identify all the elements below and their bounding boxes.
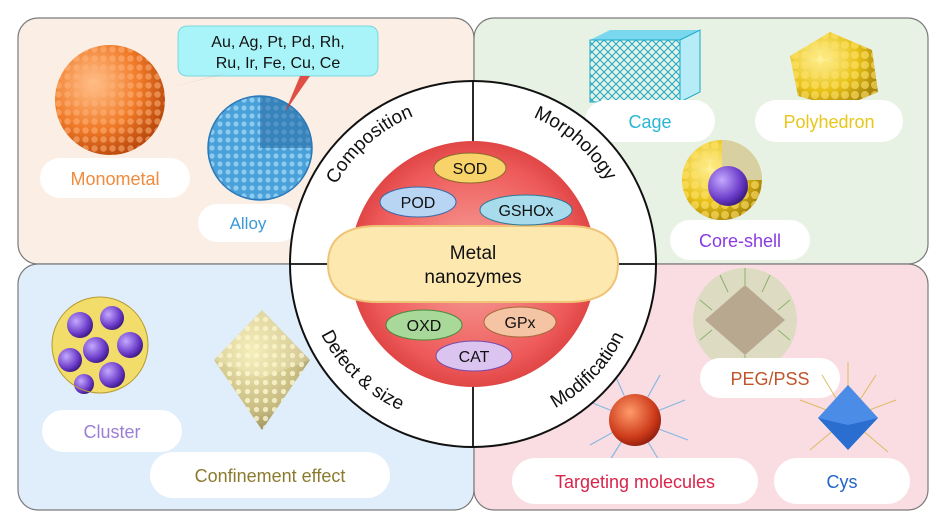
core-shell-nanoparticle bbox=[682, 140, 762, 220]
monometal-nanoparticle bbox=[55, 45, 165, 155]
monometal-label: Monometal bbox=[70, 169, 159, 189]
cys-label-box bbox=[774, 458, 910, 504]
core-shell-label-box bbox=[670, 220, 810, 260]
alloy-label-box bbox=[198, 204, 298, 242]
cluster-label-box bbox=[42, 410, 182, 452]
polyhedron-nanoparticle bbox=[790, 32, 878, 108]
cys-nanoparticle bbox=[799, 362, 897, 453]
targeting-label: Targeting molecules bbox=[555, 472, 715, 492]
alloy-nanoparticle bbox=[207, 95, 313, 201]
cys-label: Cys bbox=[827, 472, 858, 492]
enzyme-gshox-label: GSHOx bbox=[498, 203, 553, 220]
targeting-label-box bbox=[512, 458, 758, 504]
enzyme-gshox: GSHOx bbox=[479, 194, 573, 226]
cage-label: Cage bbox=[628, 112, 671, 132]
polyhedron-label-box bbox=[755, 100, 903, 142]
enzyme-oxd: OXD bbox=[385, 309, 463, 341]
cage-label-box bbox=[585, 100, 715, 142]
core-shell-label: Core-shell bbox=[699, 231, 781, 251]
enzyme-pod-label: POD bbox=[401, 195, 436, 212]
element-line-1: Au, Ag, Pt, Pd, Rh, bbox=[211, 34, 344, 51]
enzyme-pod: POD bbox=[379, 186, 457, 218]
alloy-label: Alloy bbox=[230, 214, 267, 233]
enzyme-gpx-label: GPx bbox=[504, 315, 535, 332]
enzyme-oxd-label: OXD bbox=[407, 318, 442, 335]
element-callout: Au, Ag, Pt, Pd, Rh, Ru, Ir, Fe, Cu, Ce bbox=[168, 25, 379, 112]
cluster-label: Cluster bbox=[83, 422, 140, 442]
confinement-nanoparticle bbox=[214, 310, 310, 430]
enzyme-sod-label: SOD bbox=[453, 161, 488, 178]
enzyme-cat-label: CAT bbox=[459, 349, 490, 366]
center-title-line2: nanozymes bbox=[424, 267, 521, 288]
polyhedron-label: Polyhedron bbox=[783, 112, 874, 132]
peg-pss-label: PEG/PSS bbox=[730, 369, 809, 389]
enzyme-cat: CAT bbox=[435, 340, 513, 372]
targeting-nanoparticle bbox=[584, 374, 689, 463]
confinement-label-box bbox=[150, 452, 390, 498]
central-wheel bbox=[289, 80, 657, 448]
element-line-2: Ru, Ir, Fe, Cu, Ce bbox=[216, 55, 341, 72]
enzyme-gpx: GPx bbox=[483, 306, 557, 338]
peg-pss-nanoparticle bbox=[693, 268, 797, 372]
cluster-nanoparticle bbox=[51, 296, 149, 394]
monometal-label-box bbox=[40, 158, 190, 198]
peg-pss-label-box bbox=[700, 358, 840, 398]
enzyme-sod: SOD bbox=[433, 152, 507, 184]
confinement-label: Confinement effect bbox=[195, 466, 346, 486]
center-title-line1: Metal bbox=[450, 243, 496, 264]
cage-nanoparticle bbox=[589, 29, 701, 103]
